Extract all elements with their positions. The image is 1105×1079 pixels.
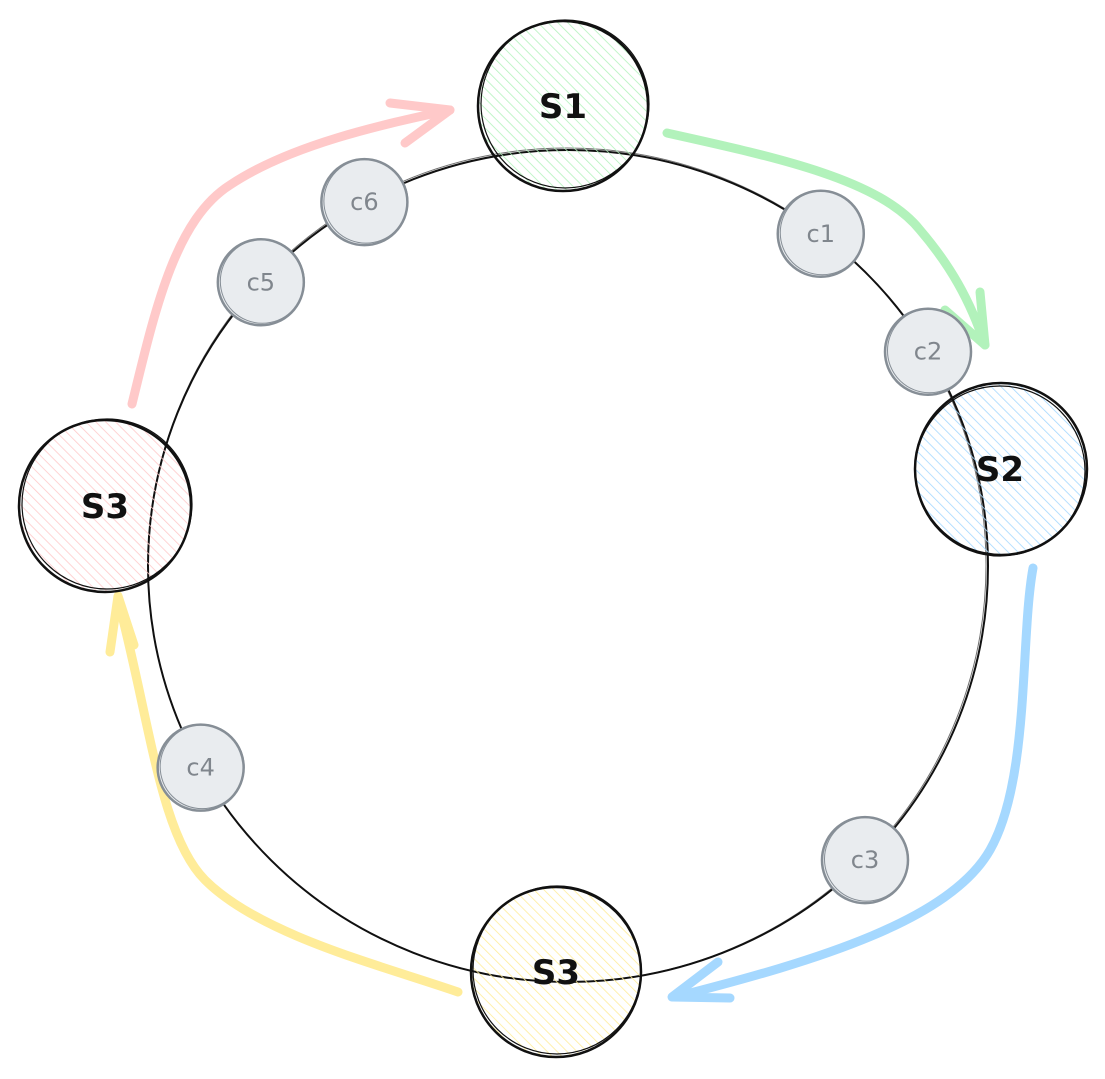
client-node-outline <box>159 724 245 810</box>
client-label: c1 <box>807 220 835 248</box>
client-c3[interactable]: c3 <box>820 815 910 905</box>
server-s3-left[interactable]: S3 <box>17 418 193 594</box>
client-label: c4 <box>186 754 214 782</box>
server-s3-left-label: S3 <box>81 487 129 527</box>
client-label: c2 <box>914 338 942 366</box>
client-node-outline <box>779 190 865 276</box>
server-s2[interactable]: S2 <box>913 381 1089 557</box>
arrow-s3-to-s3 <box>105 591 463 997</box>
client-node-outline <box>219 238 305 324</box>
client-c1[interactable]: c1 <box>776 189 866 279</box>
client-c2[interactable]: c2 <box>883 307 973 396</box>
client-c6[interactable]: c6 <box>320 157 409 247</box>
server-s3-bottom[interactable]: S3 <box>469 885 643 1059</box>
server-s3-bottom-label: S3 <box>532 953 580 993</box>
arrow-s2-to-s3 <box>667 563 1038 1003</box>
clients: c1 c2 c3 c4 c5 c6 <box>156 157 973 905</box>
server-s1[interactable]: S1 <box>476 19 650 193</box>
client-label: c5 <box>247 268 275 296</box>
server-s1-label: S1 <box>539 87 587 127</box>
client-node-outline <box>823 816 909 902</box>
client-c5[interactable]: c5 <box>216 238 306 327</box>
client-c4[interactable]: c4 <box>156 723 245 812</box>
arrow-s3-to-s1 <box>127 98 455 409</box>
client-label: c3 <box>851 846 879 874</box>
client-node-outline <box>323 158 409 244</box>
server-s2-label: S2 <box>976 450 1024 490</box>
client-node-outline <box>887 308 973 394</box>
arrows <box>105 98 1038 1003</box>
client-label: c6 <box>350 188 378 216</box>
